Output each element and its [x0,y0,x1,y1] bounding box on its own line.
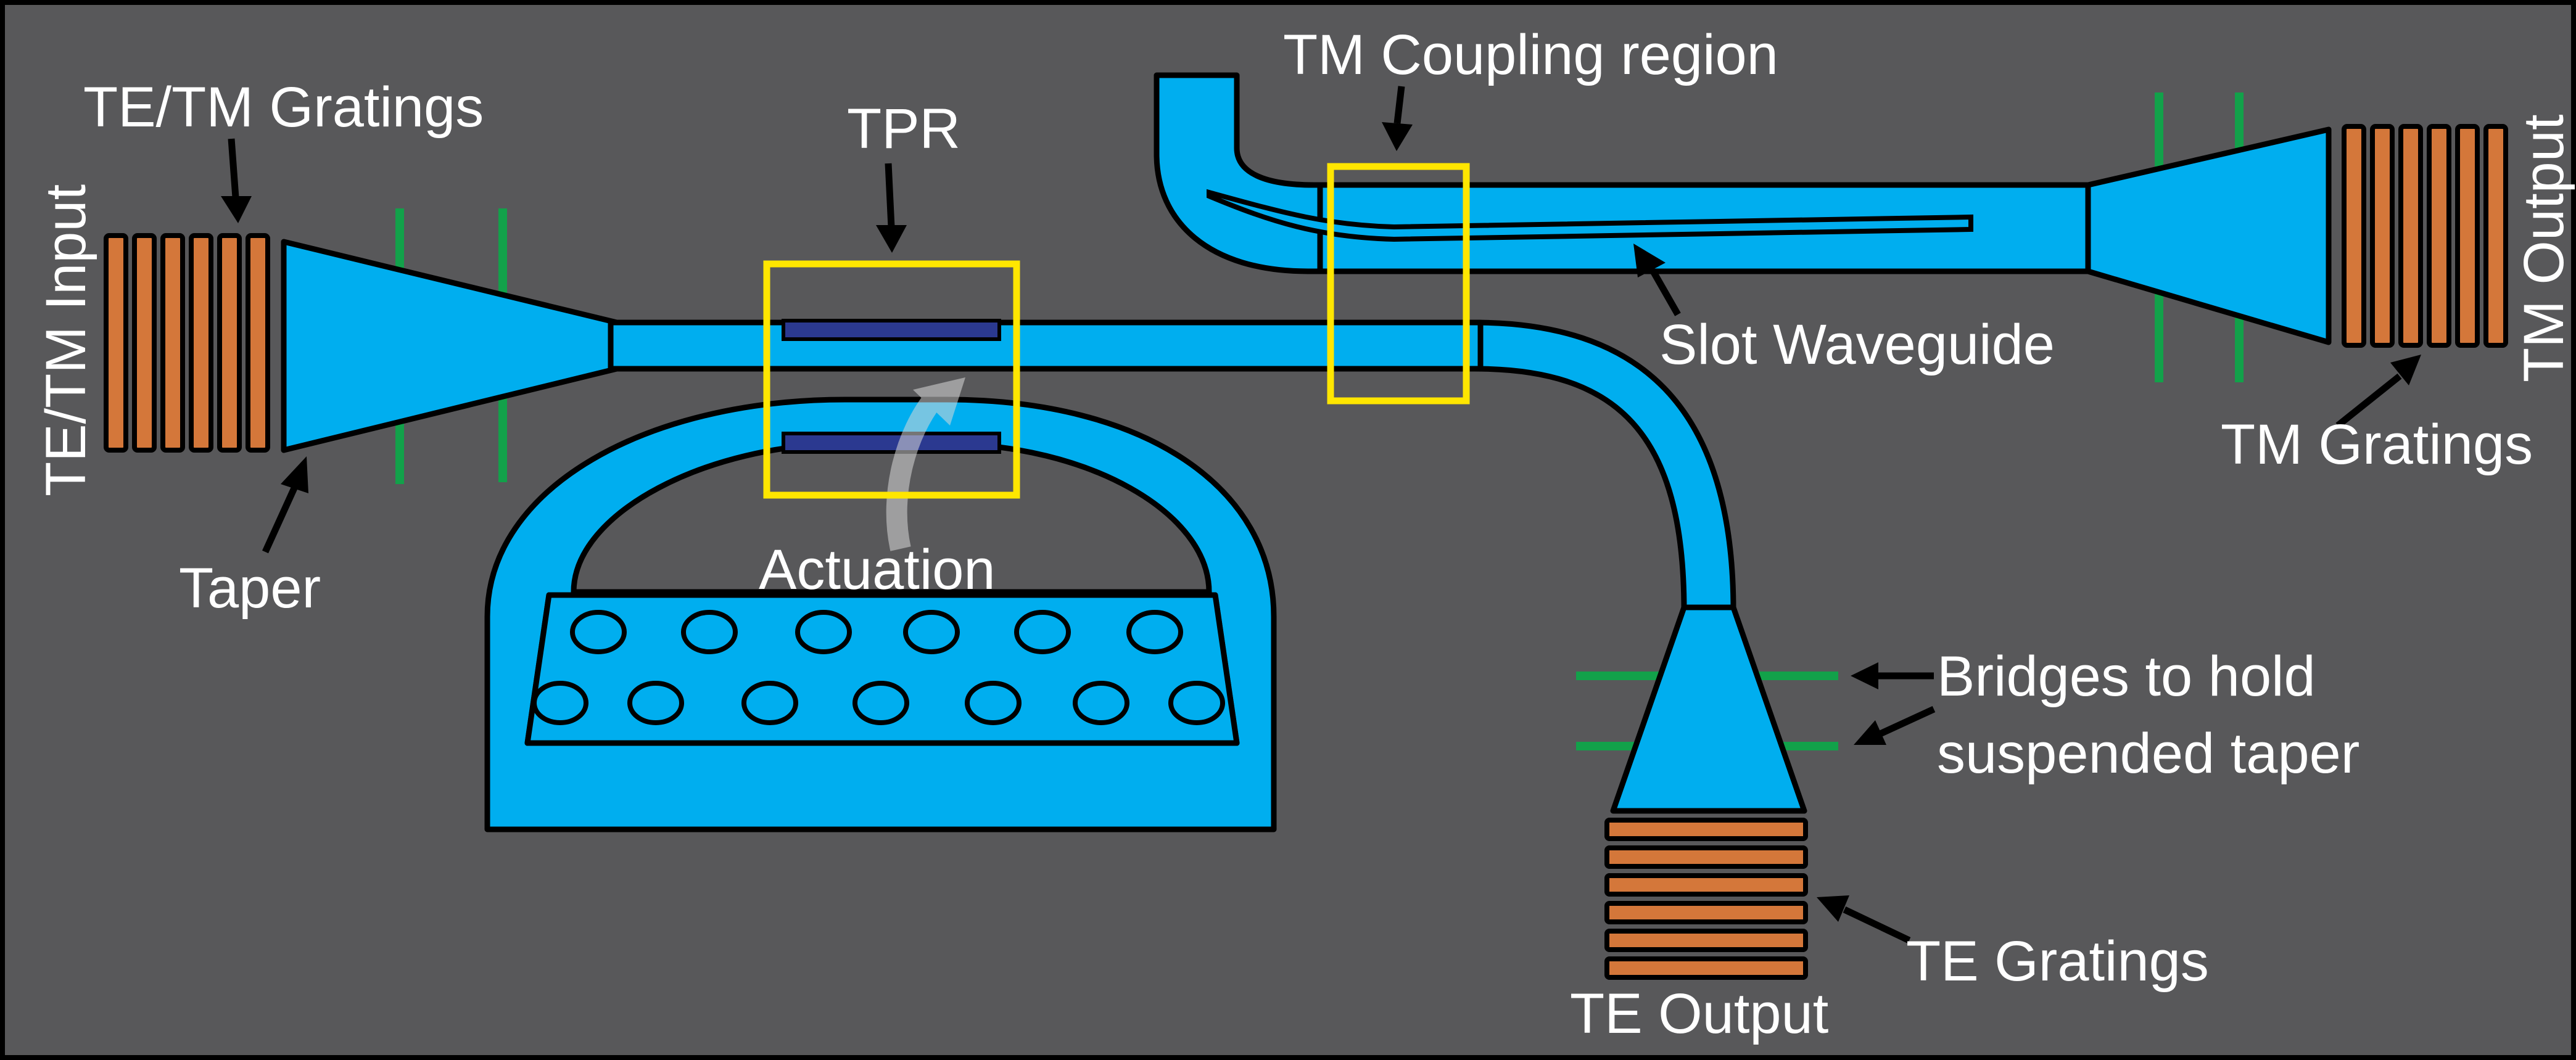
arrow-bridges-upper [1851,662,1934,689]
bus-waveguide [608,319,1484,372]
label-te-tm-gratings: TE/TM Gratings [83,76,484,139]
arrow-te-tm-gratings [221,138,252,223]
arrow-tpr [876,163,907,253]
input-grating [104,233,270,453]
label-taper: Taper [179,557,321,620]
label-bridges-line1: Bridges to hold [1937,645,2316,708]
actuation-arrow [886,377,965,551]
label-bridges-line2: suspended taper [1937,722,2359,785]
label-tm-coupling-region: TM Coupling region [1283,23,1778,86]
slot-waveguide [1207,189,1973,242]
tm-output-taper [2085,126,2332,345]
bridges-input-taper [395,208,507,484]
arrow-te-gratings [1817,895,1911,943]
label-te-output: TE Output [1570,982,1828,1045]
tm-coupling-highlight-box [1327,163,1470,405]
label-tm-output: TM Output [2512,114,2575,382]
label-tm-gratings: TM Gratings [2221,413,2533,476]
arrow-taper [262,456,308,554]
label-slot-waveguide: Slot Waveguide [1659,313,2055,376]
te-output-taper [1610,604,1807,814]
label-te-gratings: TE Gratings [1906,930,2209,993]
label-actuation: Actuation [759,538,996,601]
arrow-tm-coupling [1382,86,1413,151]
tpr-lower-slab [782,432,1001,454]
te-output-grating [1604,818,1808,980]
tm-output-grating [2342,124,2508,348]
label-tpr: TPR [847,97,960,160]
tpr-highlight-box [763,260,1020,499]
arrow-tm-gratings [2335,355,2421,429]
tpr-upper-slab [782,319,1001,341]
label-te-tm-input: TE/TM Input [35,184,97,496]
photonic-crystal-holes [532,610,1225,725]
arrow-slot-waveguide [1633,244,1681,316]
arrow-bridges-lower [1854,706,1936,745]
